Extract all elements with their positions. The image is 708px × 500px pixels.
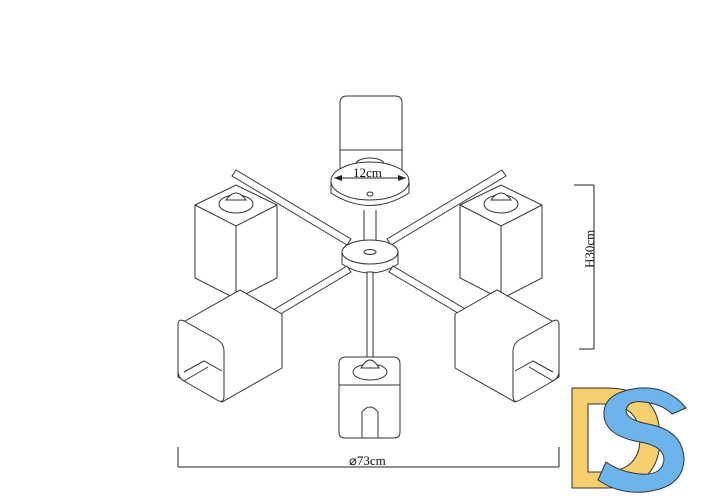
ds-logo-icon bbox=[571, 387, 687, 493]
arms-back bbox=[231, 169, 507, 246]
overall-diameter-label: ⌀73cm bbox=[349, 453, 386, 468]
diameter-dimension bbox=[177, 447, 560, 468]
shade-front-left bbox=[177, 289, 283, 403]
shade-front-center bbox=[338, 356, 401, 439]
height-dimension bbox=[574, 184, 595, 350]
canopy-dimension bbox=[334, 175, 406, 181]
shade-top bbox=[339, 95, 403, 186]
height-label: H30cm bbox=[582, 229, 597, 268]
shade-back-left bbox=[194, 184, 278, 300]
canopy bbox=[330, 157, 410, 246]
shade-front-right bbox=[454, 289, 560, 403]
canopy-diameter-label: 12cm bbox=[353, 165, 382, 180]
shade-back-right bbox=[459, 184, 543, 300]
hub bbox=[341, 239, 399, 274]
arms-front bbox=[267, 265, 473, 359]
